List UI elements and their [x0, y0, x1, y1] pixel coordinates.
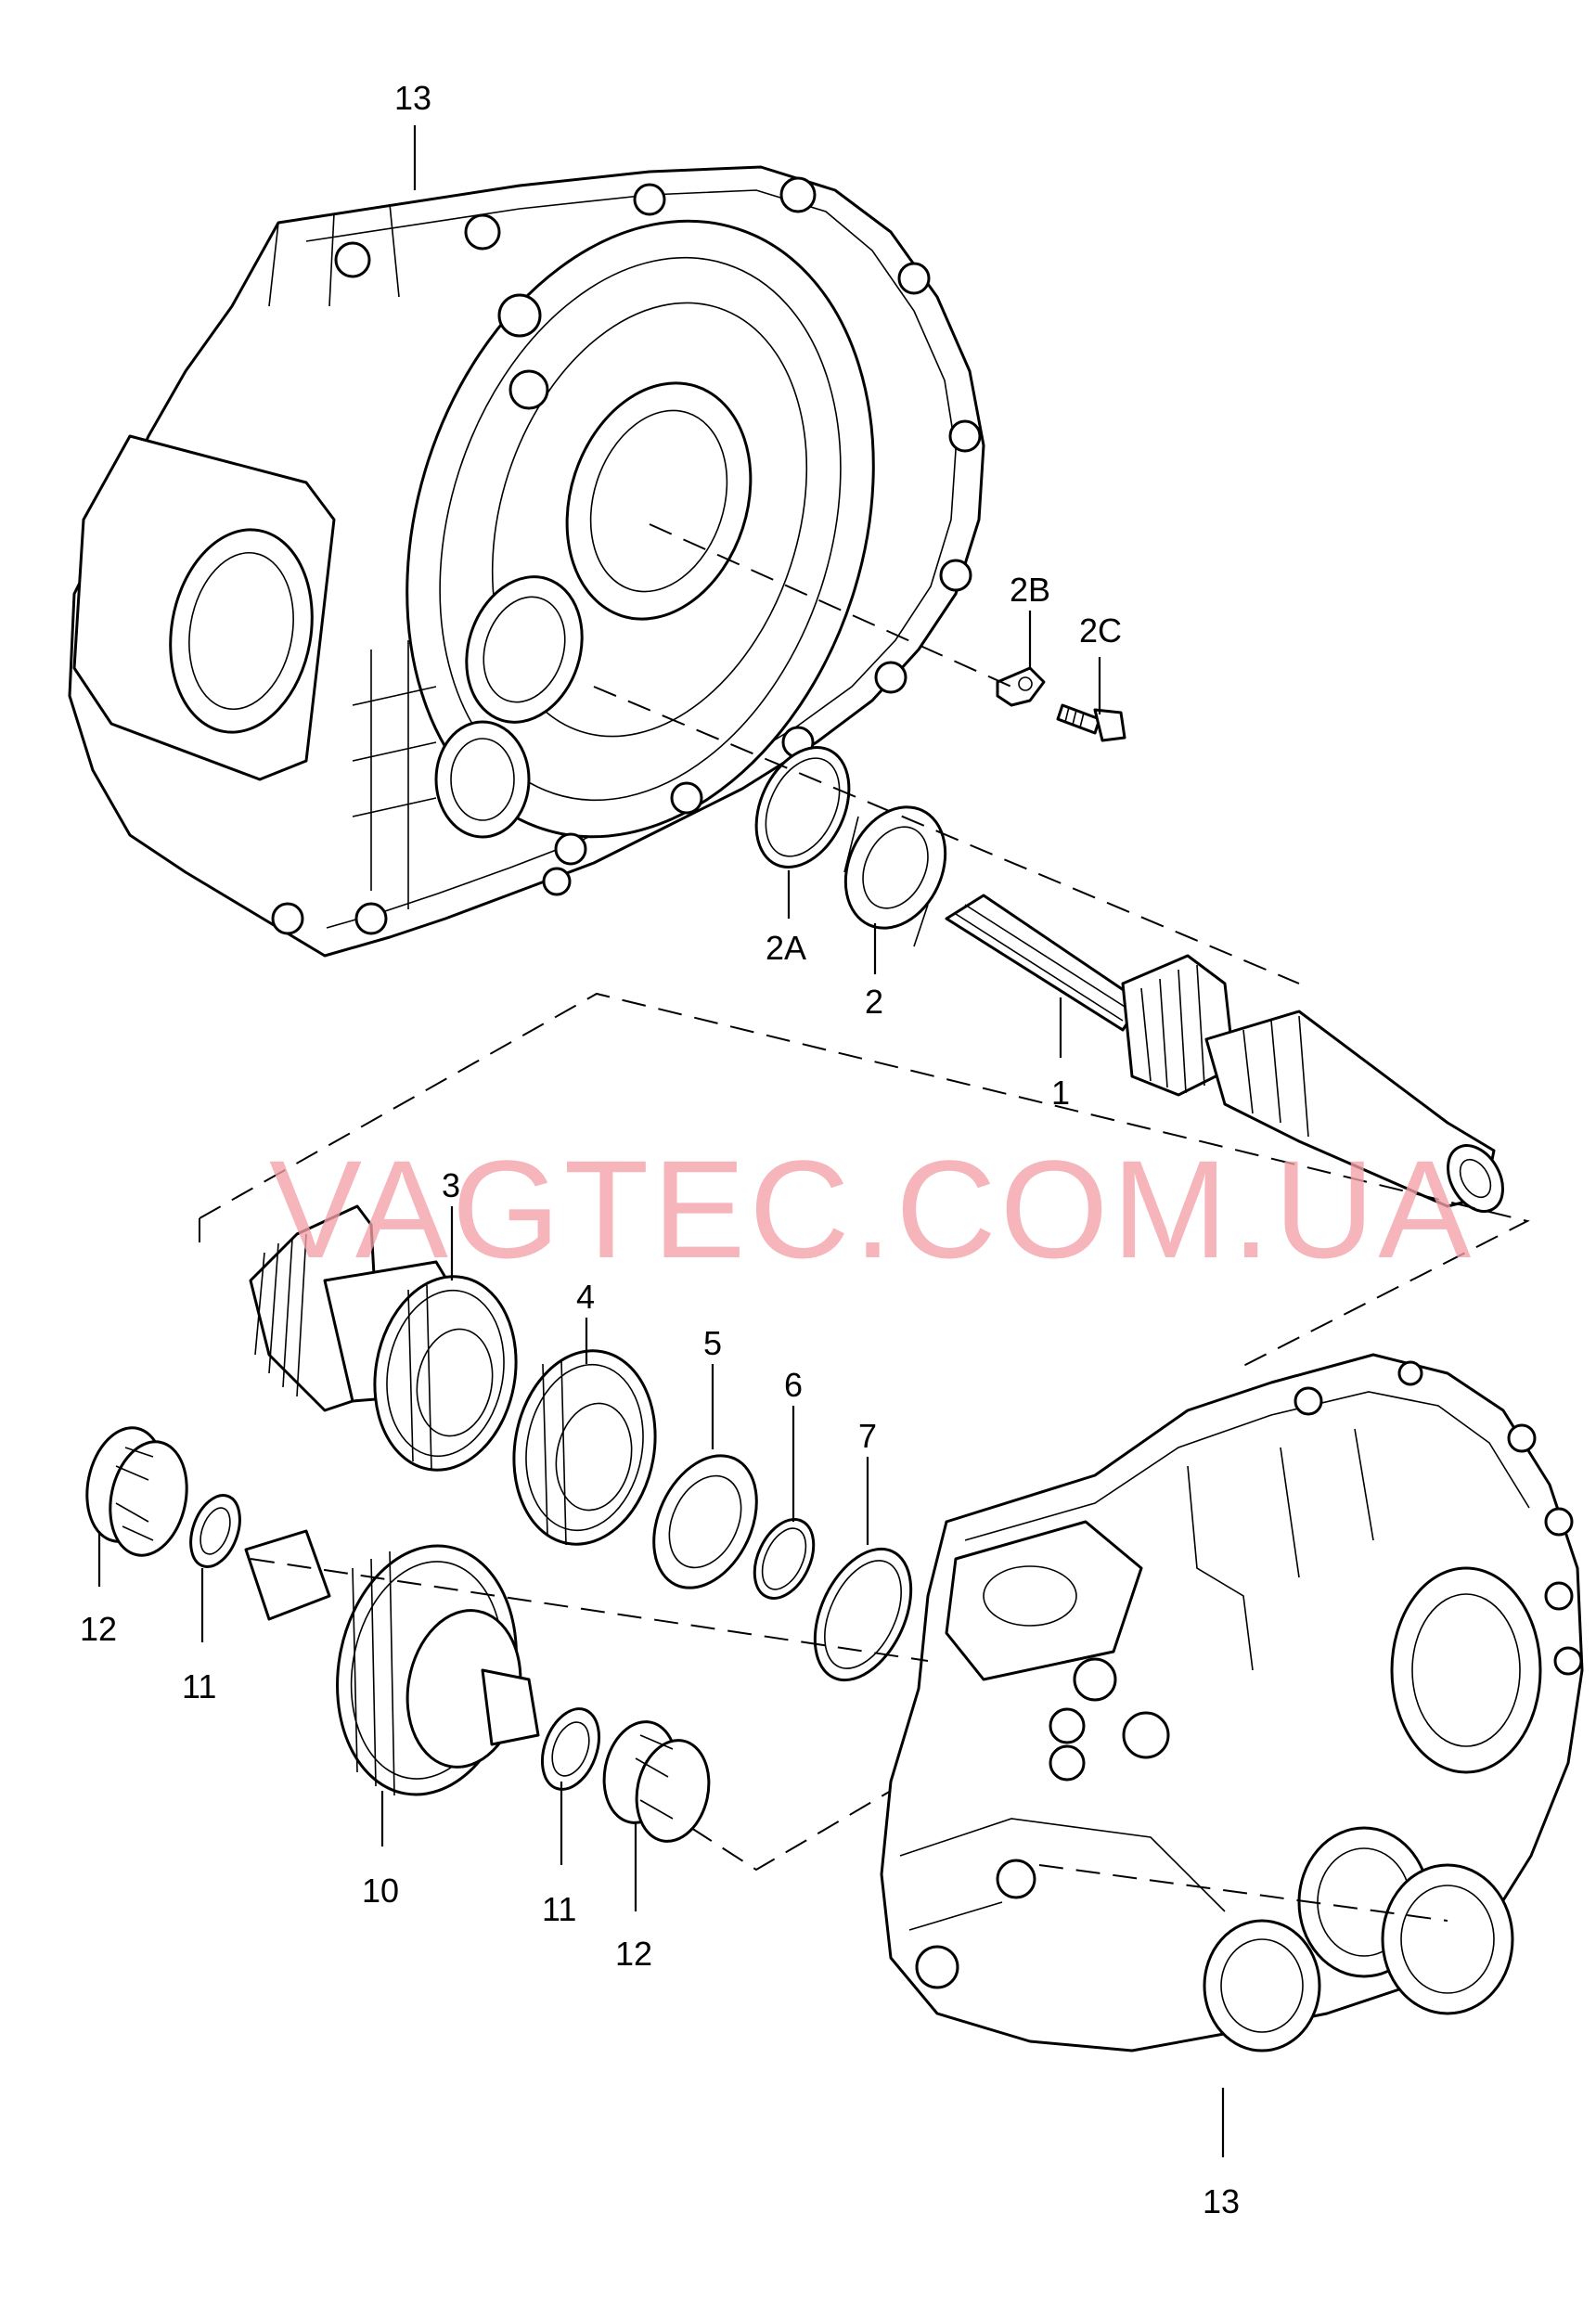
- gear-4-drawing: [512, 1349, 657, 1546]
- input-shaft-drawing: [945, 894, 1504, 1213]
- circlip-2A-drawing: [754, 746, 851, 868]
- callout-11-right: 11: [542, 1890, 576, 1928]
- callout-2A: 2A: [766, 929, 806, 967]
- callout-2C: 2C: [1079, 611, 1122, 650]
- callout-2B: 2B: [1010, 571, 1050, 609]
- shim-11-right-drawing: [541, 1707, 600, 1791]
- pinion-shaft-10-drawing: [244, 1529, 540, 1796]
- callout-13-bottom: 13: [1203, 2182, 1240, 2220]
- callout-3: 3: [442, 1166, 460, 1204]
- housing-top-drawing: [68, 165, 985, 958]
- callout-5: 5: [703, 1324, 722, 1362]
- bearing-2-drawing: [843, 805, 947, 947]
- callout-13-top: 13: [394, 79, 431, 117]
- callout-4: 4: [576, 1278, 595, 1316]
- leader-lines: [97, 125, 1225, 2157]
- shim-7-drawing: [813, 1547, 913, 1682]
- callout-12-right: 12: [615, 1935, 652, 1973]
- callout-12-left: 12: [80, 1610, 117, 1648]
- circlip-6-drawing: [753, 1518, 816, 1600]
- bearing-12-left-drawing: [85, 1426, 188, 1557]
- callout-2: 2: [865, 983, 883, 1021]
- callout-10: 10: [362, 1872, 399, 1910]
- bearing-12-right-drawing: [602, 1720, 711, 1843]
- gear-3-drawing: [249, 1204, 518, 1472]
- assembly-guide-lines: [199, 523, 1530, 1922]
- bearing-5-drawing: [652, 1454, 758, 1589]
- bolt-2C-drawing: [1056, 703, 1126, 742]
- callout-1: 1: [1051, 1074, 1070, 1112]
- watermark-text: VAGTEC.COM.UA: [269, 1131, 1474, 1287]
- housing-bottom-drawing: [880, 1353, 1584, 2052]
- shim-11-left-drawing: [189, 1494, 241, 1568]
- callout-6: 6: [784, 1366, 803, 1404]
- retainer-2B-drawing: [996, 666, 1046, 707]
- callout-11-left: 11: [182, 1667, 216, 1705]
- callout-labels: 13 2B 2C 2A 2 1 3 4 5 6 7 12 11 10 11 12…: [80, 79, 1240, 2220]
- callout-7: 7: [858, 1417, 877, 1455]
